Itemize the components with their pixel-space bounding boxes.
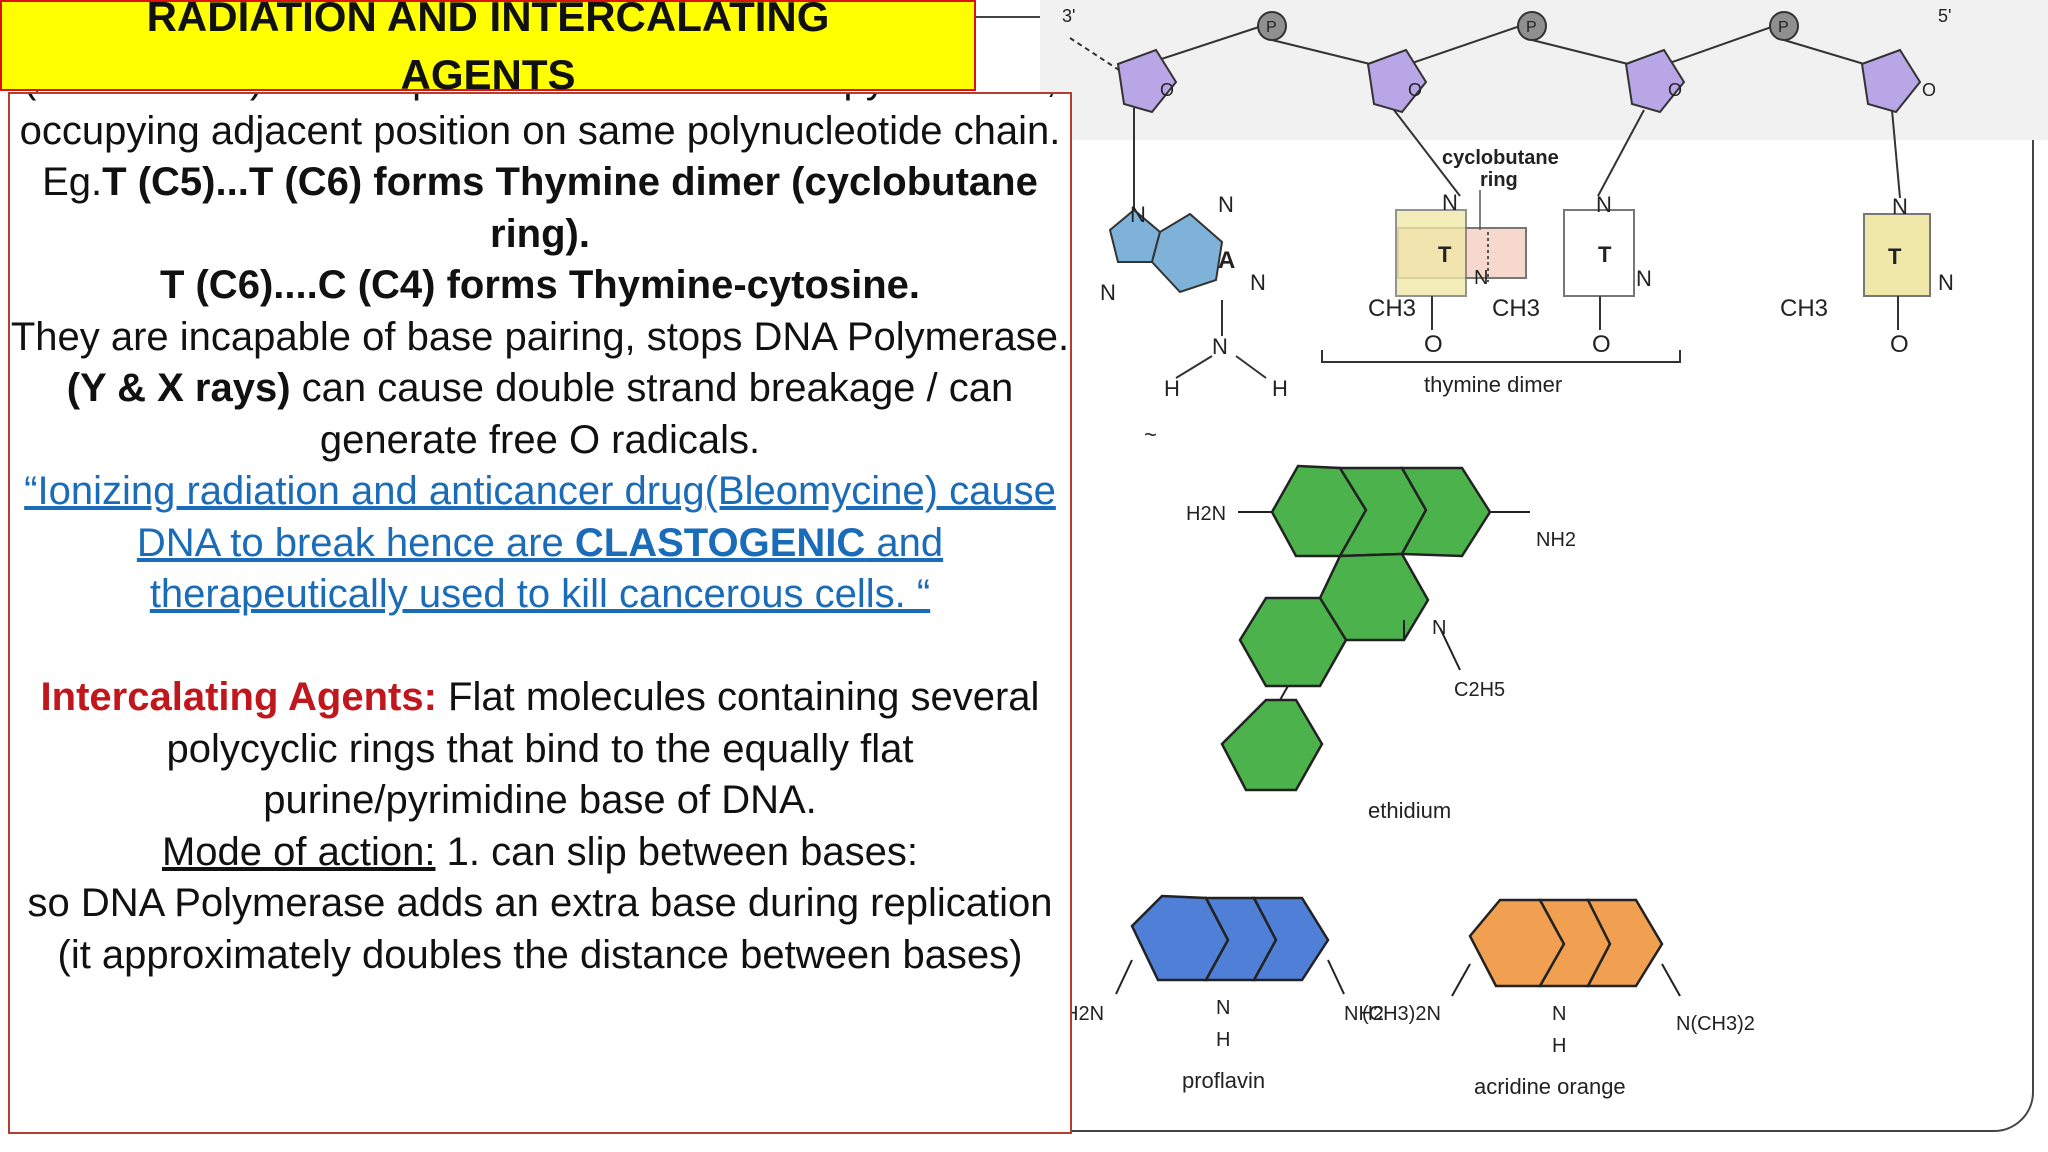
svg-text:P: P: [1266, 19, 1277, 36]
svg-text:T: T: [1888, 244, 1902, 269]
svg-text:T: T: [1438, 242, 1452, 267]
svg-text:NH2: NH2: [1536, 529, 1576, 551]
svg-text:N: N: [1636, 266, 1652, 291]
slide-body: (UV - 260nm) causes photochemical fusion…: [10, 94, 1070, 981]
proflavin-molecule: H2N NH2 N H proflavin: [1064, 894, 1384, 1093]
thymine-cytosine-paragraph: T (C6)....C (C4) forms Thymine-cytosine.: [159, 263, 921, 307]
acridine-orange-label: acridine orange: [1474, 1074, 1626, 1099]
rays-paragraph: (Y & X rays) can cause double strand bre…: [66, 366, 1014, 462]
sugar-ring: [1860, 48, 1922, 114]
text-panel: (UV - 260nm) causes photochemical fusion…: [8, 92, 1072, 1134]
svg-text:H2N: H2N: [1186, 503, 1226, 525]
acridine-orange-molecule: (CH3)2N N(CH3)2 N H acridine orange: [1362, 898, 1755, 1099]
svg-text:P: P: [1778, 19, 1789, 36]
polymerase-paragraph: so DNA Polymerase adds an extra base dur…: [27, 881, 1053, 925]
svg-text:N: N: [1474, 267, 1488, 289]
ethidium-molecule: H2N NH2 N C2H5 ethidium: [1186, 464, 1576, 823]
svg-text:CH3: CH3: [1492, 295, 1540, 322]
thymine-dimer-label: thymine dimer: [1424, 372, 1562, 397]
dimer-bracket: [1321, 350, 1681, 363]
thymine-dimer: T T N N N N CH3 CH3 O O cyclobutane ring…: [1321, 147, 1681, 397]
adenine-base: N N N N A N H H: [1100, 192, 1288, 401]
svg-text:C2H5: C2H5: [1454, 679, 1505, 701]
svg-text:N: N: [1596, 192, 1612, 217]
base-a-label: A: [1218, 247, 1235, 274]
svg-text:O: O: [1592, 331, 1611, 358]
blank-line: [10, 621, 1070, 673]
svg-text:(CH3)2N: (CH3)2N: [1362, 1003, 1441, 1025]
intercalating-paragraph: Intercalating Agents: Flat molecules con…: [40, 675, 1040, 822]
svg-text:H: H: [1552, 1035, 1566, 1057]
svg-text:N: N: [1432, 617, 1446, 639]
chemistry-diagram: 3' 5' P O P O: [1040, 0, 2048, 1099]
svg-text:CH3: CH3: [1780, 295, 1828, 322]
svg-text:T: T: [1598, 242, 1612, 267]
svg-text:H2N: H2N: [1064, 1003, 1104, 1025]
title-bar: RADIATION AND INTERCALATING AGENTS: [0, 0, 976, 98]
proflavin-label: proflavin: [1182, 1068, 1265, 1093]
svg-text:N: N: [1218, 192, 1234, 217]
sugar-ring: [1116, 48, 1178, 114]
svg-text:H: H: [1272, 376, 1288, 401]
strand-start-label: 3': [1062, 6, 1075, 26]
svg-text:N: N: [1100, 280, 1116, 305]
svg-text:~: ~: [1144, 422, 1157, 447]
svg-text:O: O: [1890, 331, 1909, 358]
svg-text:N: N: [1442, 190, 1458, 215]
svg-text:P: P: [1526, 19, 1537, 36]
svg-text:N: N: [1212, 334, 1228, 359]
svg-text:CH3: CH3: [1368, 295, 1416, 322]
adjacent-paragraph: occupying adjacent position on same poly…: [19, 108, 1061, 153]
svg-text:N: N: [1892, 194, 1908, 219]
svg-text:ring: ring: [1480, 169, 1518, 191]
svg-text:N: N: [1130, 202, 1146, 227]
uv-paragraph: (UV - 260nm) causes photochemical fusion…: [10, 94, 1070, 106]
mode-of-action-paragraph: Mode of action: 1. can slip between base…: [161, 829, 919, 874]
sugar-ring: [1624, 48, 1686, 114]
nucleotide-1: P O: [1116, 11, 1287, 210]
svg-text:O: O: [1160, 80, 1174, 100]
clastogenic-link[interactable]: “Ionizing radiation and anticancer drug(…: [24, 469, 1056, 616]
svg-text:N(CH3)2: N(CH3)2: [1676, 1013, 1755, 1035]
nucleotide-4: O: [1783, 39, 1936, 199]
svg-text:N: N: [1250, 270, 1266, 295]
thymine-base: T N N CH3 O: [1780, 194, 1954, 358]
thymine-dimer-paragraph: Eg.T (C5)...T (C6) forms Thymine dimer (…: [42, 160, 1038, 256]
strand-end-label: 5': [1938, 6, 1951, 26]
cyclobutane-label: cyclobutane: [1442, 147, 1559, 169]
dna-damage-figure: 3' 5' P O P O: [1040, 0, 2048, 1152]
svg-text:O: O: [1668, 80, 1682, 100]
svg-text:N: N: [1216, 997, 1230, 1019]
ethidium-label: ethidium: [1368, 798, 1451, 823]
svg-text:H: H: [1164, 376, 1180, 401]
svg-text:NH2: NH2: [1344, 1003, 1384, 1025]
sugar-ring: [1366, 48, 1428, 114]
distance-paragraph: (it approximately doubles the distance b…: [57, 932, 1023, 977]
svg-text:N: N: [1552, 1003, 1566, 1025]
nucleotide-3: P O: [1531, 11, 1799, 197]
nucleotide-2: P O: [1271, 11, 1547, 197]
svg-text:O: O: [1922, 80, 1936, 100]
slide-title: RADIATION AND INTERCALATING AGENTS: [146, 0, 830, 98]
svg-text:H: H: [1216, 1029, 1230, 1051]
svg-text:O: O: [1408, 80, 1422, 100]
backbone-dashed: [1069, 37, 1123, 73]
svg-text:N: N: [1938, 270, 1954, 295]
base-pairing-paragraph: They are incapable of base pairing, stop…: [10, 314, 1070, 359]
svg-text:O: O: [1424, 331, 1443, 358]
